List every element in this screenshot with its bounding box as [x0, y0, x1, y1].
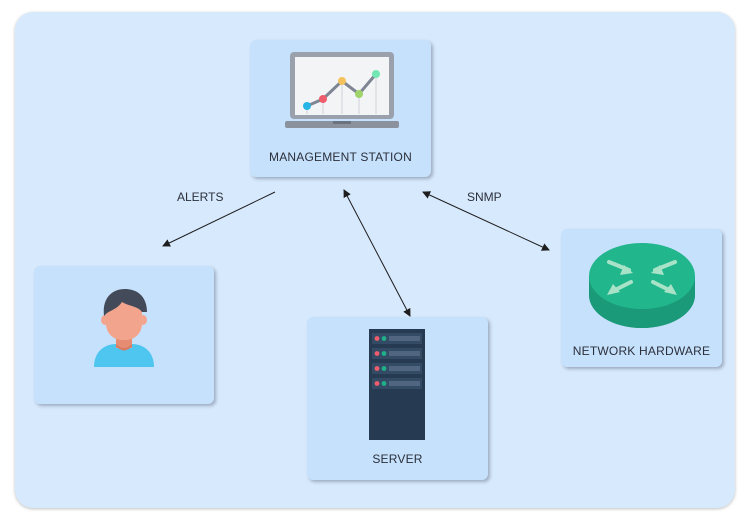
user-avatar-icon — [94, 289, 154, 367]
management-station-label: MANAGEMENT STATION — [269, 150, 412, 164]
laptop-chart-icon — [285, 52, 399, 128]
server-node[interactable]: SERVER — [307, 317, 488, 480]
network-hardware-node[interactable]: NETWORK HARDWARE — [561, 229, 722, 367]
user-node[interactable] — [34, 266, 214, 404]
alerts-label: ALERTS — [177, 190, 224, 204]
server-arrow — [343, 189, 411, 317]
management-station-node[interactable]: MANAGEMENT STATION — [250, 40, 431, 177]
server-label: SERVER — [372, 452, 423, 466]
snmp-arrow — [422, 191, 550, 251]
alerts-arrow — [162, 191, 276, 247]
network-hardware-label: NETWORK HARDWARE — [572, 344, 711, 358]
snmp-label: SNMP — [467, 190, 502, 204]
router-icon — [589, 243, 695, 328]
server-rack-icon — [369, 329, 425, 440]
